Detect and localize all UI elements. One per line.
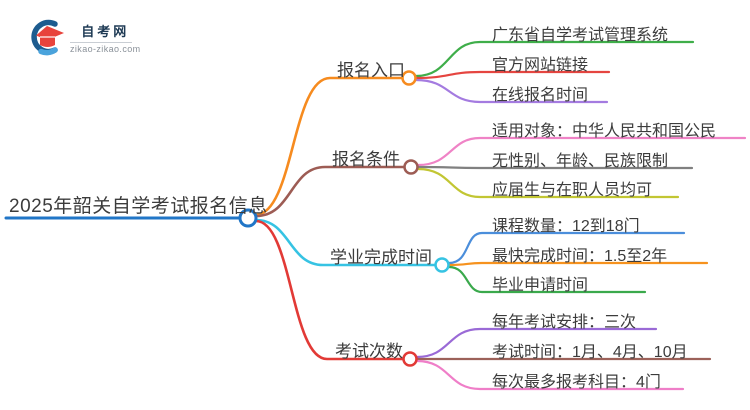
leaf-label-exam-months[interactable]: 考试时间：1月、4月、10月 bbox=[492, 344, 688, 361]
logo-title: 自考网 bbox=[81, 23, 130, 39]
leaf-label-annual-exam-schedule[interactable]: 每年考试安排：三次 bbox=[492, 314, 637, 331]
edge-branch-3-leaf-1 bbox=[447, 231, 686, 265]
leaf-label-course-count[interactable]: 课程数量：12到18门 bbox=[492, 218, 640, 235]
logo-divider bbox=[70, 41, 132, 43]
leaf-label-graduation-application-time[interactable]: 毕业申请时间 bbox=[492, 277, 589, 294]
edge-root-branch-1 bbox=[254, 76, 404, 217]
edge-branch-1-leaf-2 bbox=[414, 70, 611, 80]
edge-branch-3-leaf-3 bbox=[447, 265, 647, 294]
leaf-label-online-registration-time[interactable]: 在线报名时间 bbox=[492, 87, 589, 104]
edge-root-branch-3 bbox=[254, 218, 437, 267]
branch-2-node-circle[interactable] bbox=[403, 159, 419, 175]
edge-branch-2-leaf-1 bbox=[416, 136, 747, 167]
edge-root-branch-4 bbox=[254, 219, 405, 361]
leaf-label-no-restrictions[interactable]: 无性别、年龄、民族限制 bbox=[492, 153, 669, 170]
edge-branch-1-leaf-1 bbox=[414, 40, 695, 78]
branch-1-node-circle[interactable] bbox=[401, 70, 417, 86]
logo-domain: zikao-zikao.com bbox=[70, 43, 141, 54]
branch-label-completion-time[interactable]: 学业完成时间 bbox=[330, 248, 432, 267]
edge-root-branch-2 bbox=[254, 165, 406, 218]
edge-branch-2-leaf-2 bbox=[416, 165, 694, 170]
root-node-circle[interactable] bbox=[238, 208, 258, 228]
leaf-label-fastest-completion[interactable]: 最快完成时间：1.5至2年 bbox=[492, 248, 668, 265]
leaf-label-management-system[interactable]: 广东省自学考试管理系统 bbox=[492, 27, 669, 44]
edge-branch-2-leaf-3 bbox=[416, 167, 680, 199]
root-node-label[interactable]: 2025年韶关自学考试报名信息 bbox=[9, 196, 268, 217]
leaf-label-students-and-employees[interactable]: 应届生与在职人员均可 bbox=[492, 182, 653, 199]
branch-4-node-circle[interactable] bbox=[402, 351, 418, 367]
logo-text-block: 自考网 zikao-zikao.com bbox=[70, 21, 141, 54]
leaf-label-max-subjects-per-sitting[interactable]: 每次最多报考科目：4门 bbox=[492, 374, 661, 391]
leaf-label-official-website-link[interactable]: 官方网站链接 bbox=[492, 57, 589, 74]
branch-3-node-circle[interactable] bbox=[434, 257, 450, 273]
edge-branch-1-leaf-3 bbox=[414, 78, 609, 104]
edge-branch-4-leaf-1 bbox=[415, 327, 658, 359]
branch-label-exam-frequency[interactable]: 考试次数 bbox=[335, 342, 403, 361]
leaf-label-eligible-citizens[interactable]: 适用对象：中华人民共和国公民 bbox=[492, 123, 717, 140]
site-logo: 自考网 zikao-zikao.com bbox=[28, 18, 141, 56]
graduation-cap-icon bbox=[31, 19, 64, 56]
edge-branch-3-leaf-2 bbox=[447, 261, 709, 267]
branch-label-registration-entrance[interactable]: 报名入口 bbox=[337, 61, 405, 80]
branch-label-registration-conditions[interactable]: 报名条件 bbox=[332, 150, 400, 169]
edge-branch-4-leaf-3 bbox=[415, 359, 685, 391]
